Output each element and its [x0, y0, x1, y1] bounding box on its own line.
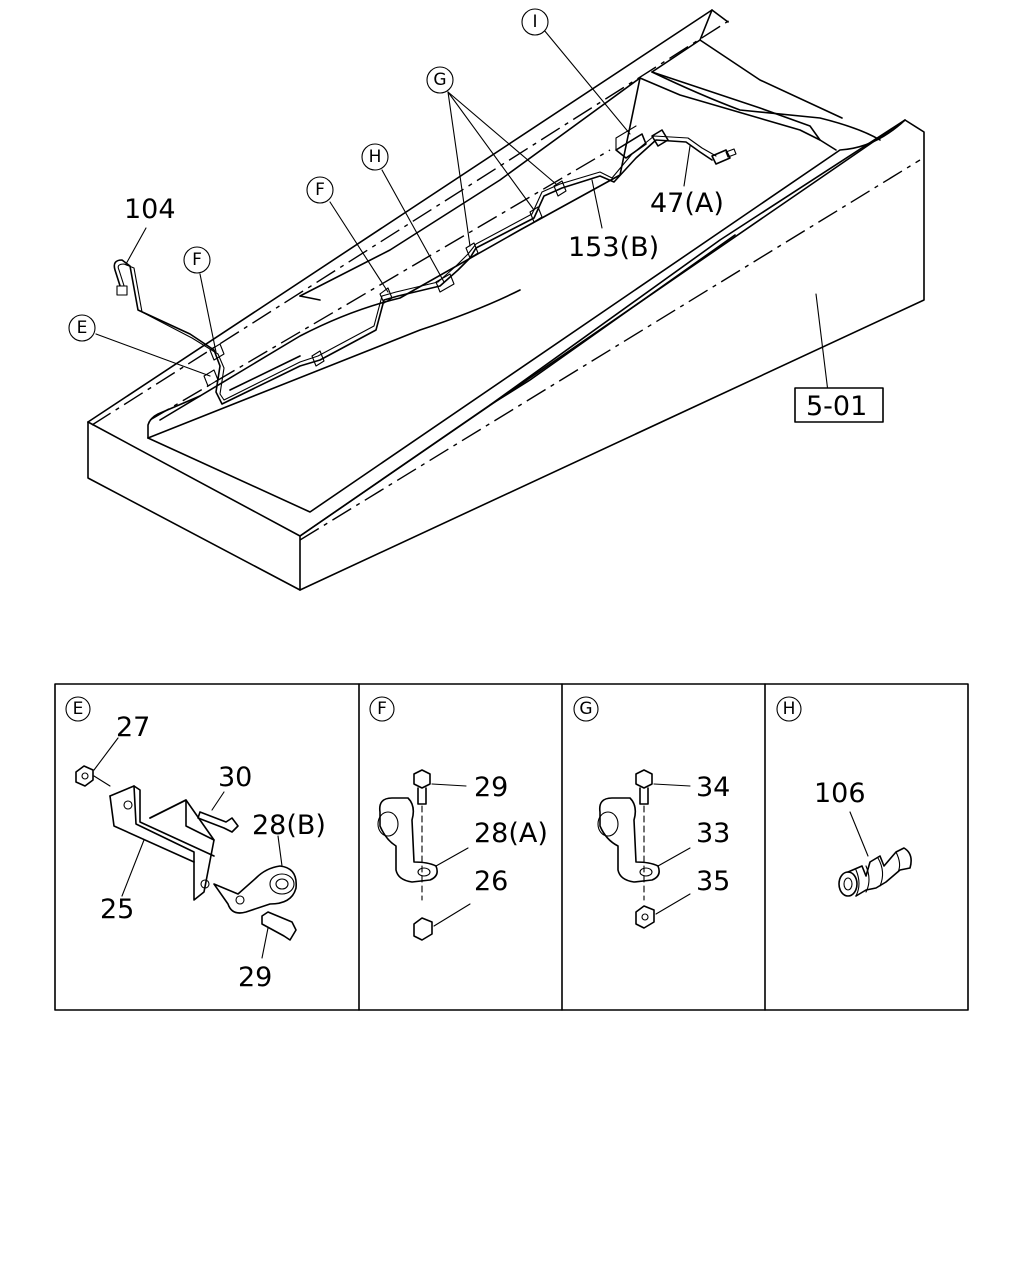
part-number-28a: 28(A) — [474, 818, 548, 849]
nut-27-icon — [75, 765, 94, 787]
circle-marker-f-1: F — [306, 176, 334, 204]
detail-panel-h: H 106 — [776, 696, 912, 897]
panel-letter-e: E — [73, 699, 84, 719]
circle-marker-e: E — [68, 314, 96, 342]
part-number-104: 104 — [124, 194, 176, 225]
circle-letter-f: F — [315, 180, 325, 200]
part-number-29-f: 29 — [474, 772, 508, 803]
circle-letter-g: G — [433, 70, 446, 90]
circle-marker-g: G — [426, 66, 454, 94]
clamp-28b-icon — [213, 865, 297, 914]
panel-letter-h: H — [783, 699, 796, 719]
panel-letter-g: G — [579, 699, 592, 719]
circle-marker-i: I — [521, 8, 549, 36]
part-number-25: 25 — [100, 894, 134, 925]
circle-marker-f-2: F — [183, 246, 211, 274]
part-number-27: 27 — [116, 712, 150, 743]
detail-panel-e: E 27 30 28(B) 25 29 — [65, 696, 326, 993]
union-106-icon — [838, 847, 912, 897]
detail-panel-f: F 29 28(A) 26 — [369, 696, 548, 941]
circle-letter-h: H — [369, 147, 382, 167]
circle-letter-e: E — [77, 318, 88, 338]
reference-label: 5-01 — [806, 391, 867, 422]
part-number-34: 34 — [696, 772, 730, 803]
circle-marker-h: H — [361, 143, 389, 171]
frame-chassis — [87, 9, 925, 591]
reference-box[interactable]: 5-01 — [794, 387, 884, 423]
callout-leaders — [95, 29, 829, 393]
part-number-153b: 153(B) — [568, 232, 659, 263]
detail-panels — [54, 683, 969, 1011]
circle-letter-f: F — [192, 250, 202, 270]
circle-letter-i: I — [532, 12, 537, 32]
nut-26-icon — [413, 917, 433, 941]
part-number-106: 106 — [814, 778, 866, 809]
brake-pipe-assembly — [113, 125, 737, 405]
nut-35-icon — [635, 905, 655, 929]
part-number-33: 33 — [696, 818, 730, 849]
bolt-30-icon — [197, 811, 239, 833]
bolt-34-icon — [635, 769, 653, 789]
bolt-29-icon — [261, 911, 297, 941]
part-number-30: 30 — [218, 762, 252, 793]
part-number-28b: 28(B) — [252, 810, 326, 841]
part-number-29-e: 29 — [238, 962, 272, 993]
detail-panel-g: G 34 33 35 — [573, 696, 730, 929]
bolt-29-f-icon — [413, 769, 431, 789]
part-number-26: 26 — [474, 866, 508, 897]
panel-letter-f: F — [377, 699, 387, 719]
part-number-47a: 47(A) — [650, 188, 724, 219]
part-number-35: 35 — [696, 866, 730, 897]
detail-panel-frame — [54, 683, 969, 1011]
